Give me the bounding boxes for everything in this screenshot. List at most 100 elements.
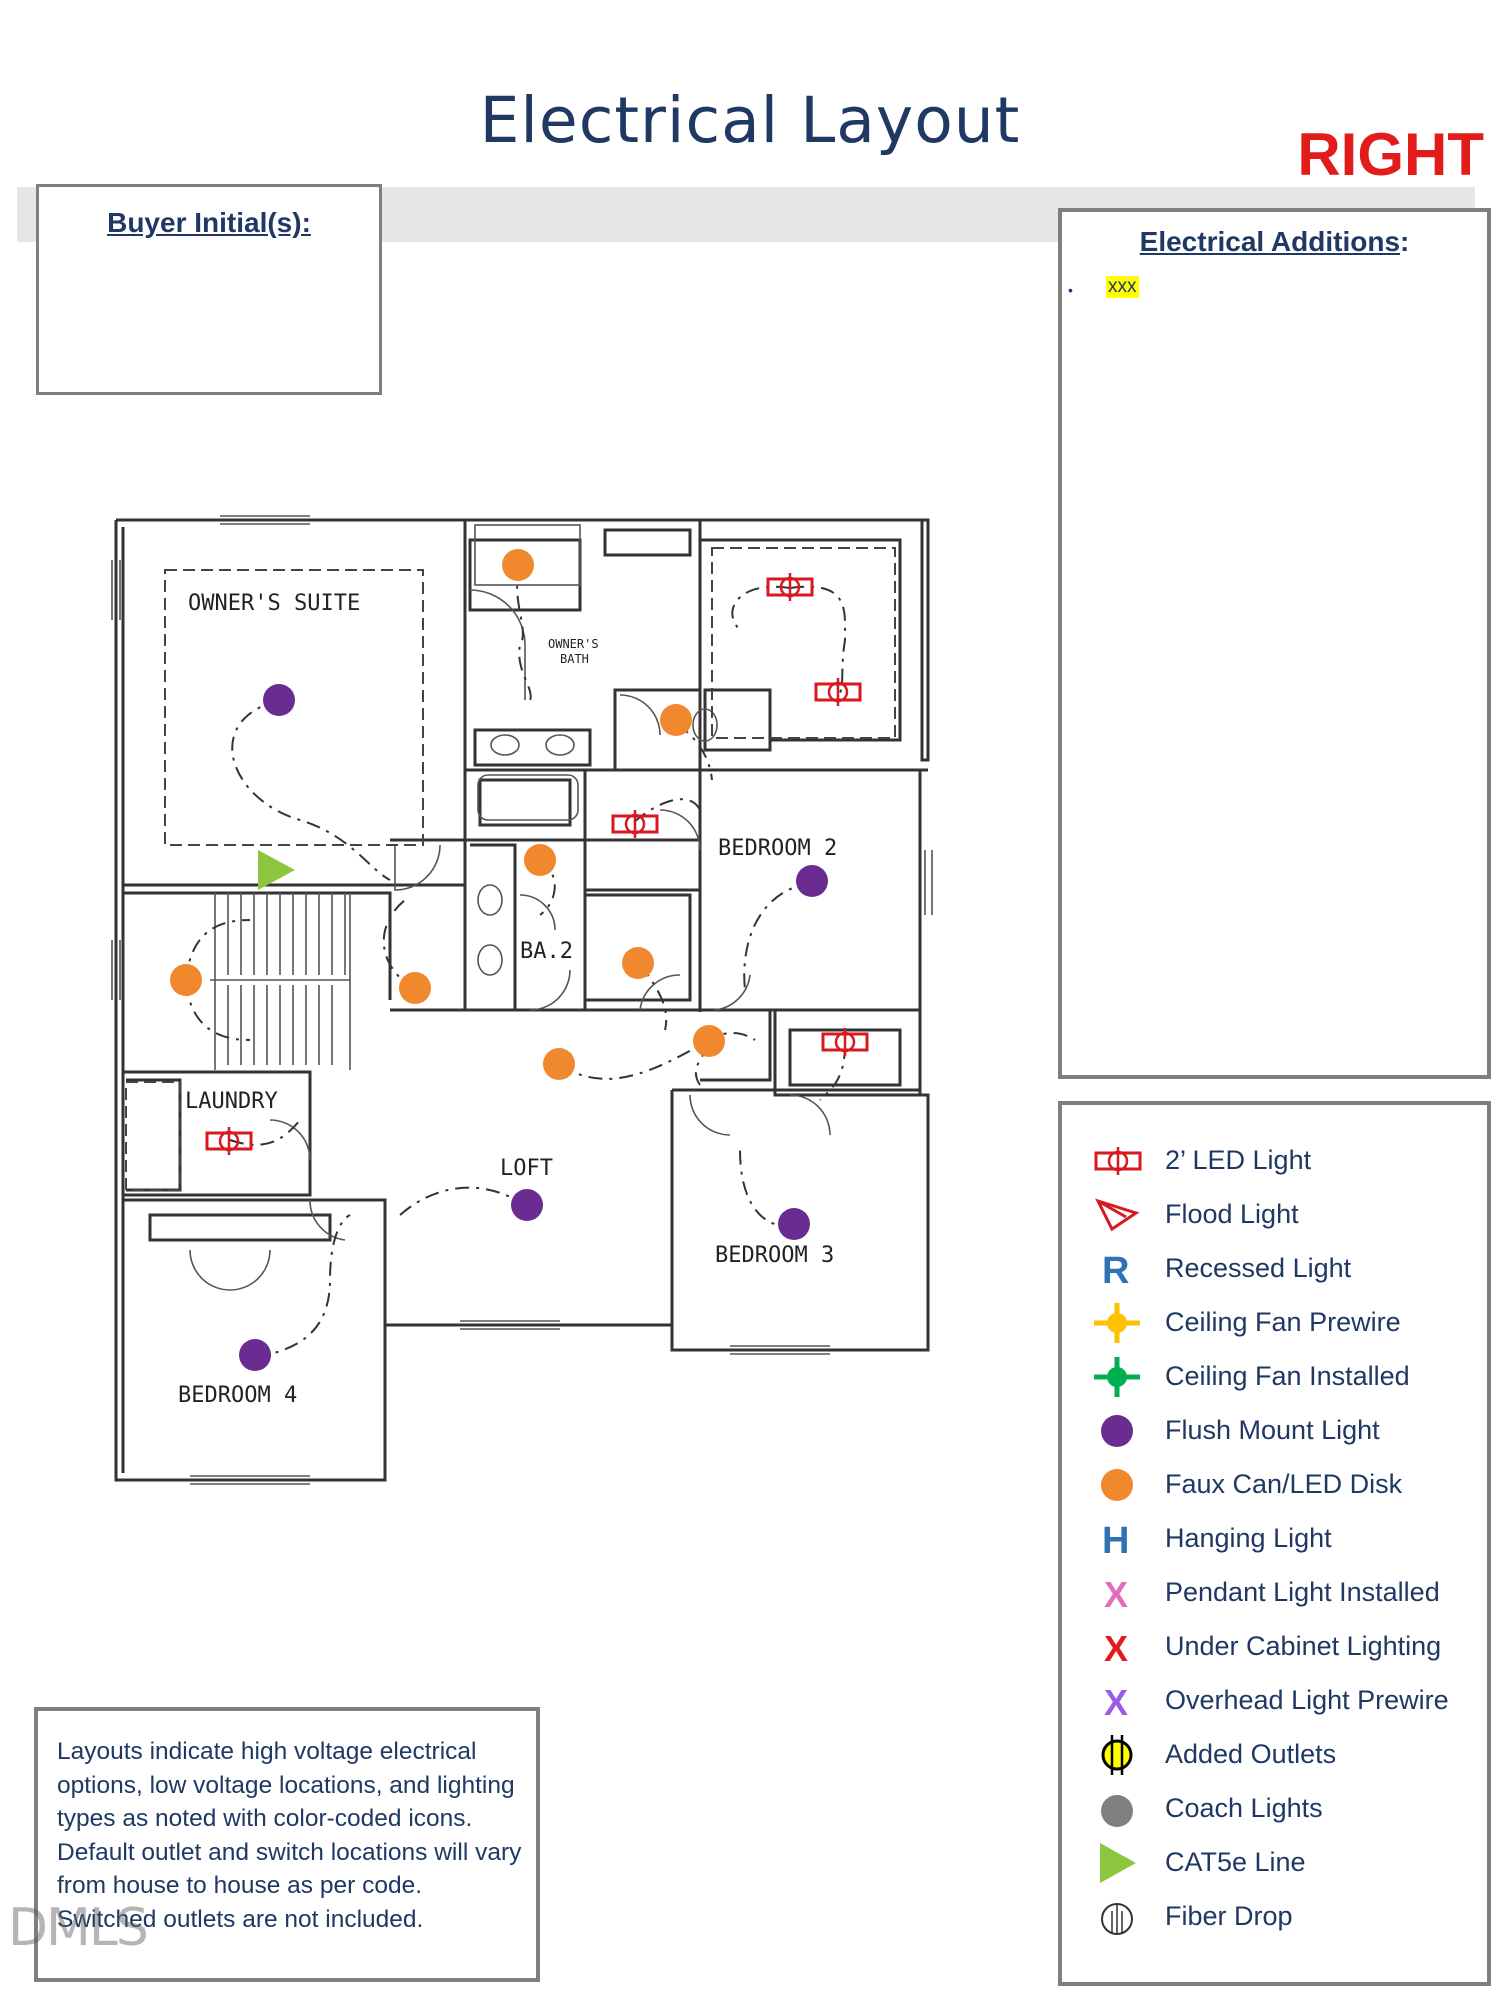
page-title: Electrical Layout (479, 84, 1021, 157)
room-label-owners-suite: OWNER'S SUITE (188, 591, 360, 616)
floor-plan-fixtures (474, 524, 718, 976)
faux-can-led-disk-icon (543, 1048, 575, 1080)
legend-item: Coach Lights (1062, 1789, 1487, 1829)
flush-mount-light-icon (239, 1339, 271, 1371)
flush-mount-light-icon (796, 865, 828, 897)
led-2ft-light-icon (814, 678, 862, 706)
ceiling-fan-installed-icon (1094, 1357, 1140, 1397)
legend-label: Fiber Drop (1165, 1901, 1293, 1931)
floor-plan-walls (114, 518, 930, 1482)
legend-item: 2’ LED Light (1062, 1141, 1487, 1181)
led-2ft-light-icon (821, 1028, 869, 1056)
floor-plan-stairs (210, 893, 351, 1070)
legend-item: H Hanging Light (1062, 1519, 1487, 1559)
room-label-ba2: BA.2 (520, 939, 573, 964)
led-2ft-light-icon (205, 1127, 253, 1155)
legend-label: Faux Can/LED Disk (1165, 1469, 1403, 1499)
legend-item: R Recessed Light (1062, 1249, 1487, 1289)
legend-label: Flush Mount Light (1165, 1415, 1380, 1445)
flood-light-icon (1095, 1198, 1140, 1232)
walk-in-closet-ceiling (711, 547, 896, 739)
legend-label: Under Cabinet Lighting (1165, 1631, 1442, 1661)
legend-label: Overhead Light Prewire (1165, 1685, 1449, 1715)
plan-light-fixtures (170, 549, 869, 1371)
floor-plan-doors (189, 589, 831, 1291)
room-label-bedroom-2: BEDROOM 2 (718, 836, 837, 861)
faux-can-icon (1101, 1469, 1133, 1501)
legend-item: Flood Light (1062, 1195, 1487, 1235)
legend-label: CAT5e Line (1165, 1847, 1306, 1877)
legend-item: CAT5e Line (1062, 1843, 1487, 1883)
room-label-bedroom-3: BEDROOM 3 (715, 1243, 834, 1268)
svg-text:X: X (1104, 1682, 1128, 1721)
under-cabinet-icon: X (1104, 1628, 1128, 1667)
legend-item: Fiber Drop (1062, 1897, 1487, 1937)
legend-item: Faux Can/LED Disk (1062, 1465, 1487, 1505)
legend-box: 2’ LED Light Flood Light R Recessed Ligh… (1058, 1101, 1491, 1986)
svg-text:X: X (1104, 1574, 1128, 1613)
coach-light-icon (1101, 1795, 1133, 1827)
led-2ft-icon (1094, 1147, 1142, 1175)
legend-label: Added Outlets (1165, 1739, 1337, 1769)
room-label-bedroom-4: BEDROOM 4 (178, 1383, 297, 1408)
legend-label: Recessed Light (1165, 1253, 1352, 1283)
buyer-initials-label: Buyer Initial(s): (107, 207, 311, 238)
recessed-light-icon: R (1102, 1250, 1129, 1289)
legend-label: Coach Lights (1165, 1793, 1323, 1823)
faux-can-led-disk-icon (170, 964, 202, 996)
electrical-additions-box: Electrical Additions: • xxx (1058, 208, 1491, 1079)
dmls-watermark-logo: DMLS (8, 1898, 149, 1958)
legend-item: Flush Mount Light (1062, 1411, 1487, 1451)
legend-item: Ceiling Fan Prewire (1062, 1303, 1487, 1343)
owners-suite-tray-ceiling (164, 569, 424, 846)
legend-label: Hanging Light (1165, 1523, 1332, 1553)
svg-text:R: R (1102, 1250, 1129, 1289)
added-outlet-icon (1101, 1735, 1133, 1775)
legend-label: 2’ LED Light (1165, 1145, 1312, 1175)
overhead-prewire-icon: X (1104, 1682, 1128, 1721)
faux-can-led-disk-icon (693, 1025, 725, 1057)
bullet-icon: • (1068, 282, 1073, 298)
svg-text:H: H (1102, 1520, 1129, 1559)
electrical-additions-title: Electrical Additions: (1062, 226, 1487, 258)
flush-mount-light-icon (1101, 1415, 1133, 1447)
svg-text:X: X (1104, 1628, 1128, 1667)
flush-mount-light-icon (263, 684, 295, 716)
disclaimer-box: Layouts indicate high voltage electrical… (34, 1707, 540, 1982)
electrical-addition-item: xxx (1106, 276, 1139, 298)
legend-item: X Overhead Light Prewire (1062, 1681, 1487, 1721)
faux-can-led-disk-icon (660, 704, 692, 736)
led-2ft-light-icon (766, 573, 814, 601)
legend-item: X Under Cabinet Lighting (1062, 1627, 1487, 1667)
electrical-additions-title-text: Electrical Additions (1139, 226, 1401, 257)
room-label-laundry: LAUNDRY (185, 1089, 278, 1114)
room-label-owners-bath-2: BATH (560, 652, 589, 666)
faux-can-led-disk-icon (524, 844, 556, 876)
flush-mount-light-icon (511, 1189, 543, 1221)
cat5e-icon (1100, 1843, 1136, 1883)
legend-label: Ceiling Fan Prewire (1165, 1307, 1401, 1337)
legend-item: Added Outlets (1062, 1735, 1487, 1775)
buyer-initials-box[interactable]: Buyer Initial(s): (36, 184, 382, 395)
legend-item: Ceiling Fan Installed (1062, 1357, 1487, 1397)
flush-mount-light-icon (778, 1208, 810, 1240)
faux-can-led-disk-icon (502, 549, 534, 581)
legend-label: Pendant Light Installed (1165, 1577, 1440, 1607)
room-label-loft: LOFT (500, 1156, 553, 1181)
legend-item: X Pendant Light Installed (1062, 1573, 1487, 1613)
floor-plan-windows (111, 515, 933, 1485)
faux-can-led-disk-icon (622, 947, 654, 979)
faux-can-led-disk-icon (399, 972, 431, 1004)
cat5e-line-icon (258, 850, 295, 890)
legend-label: Flood Light (1165, 1199, 1299, 1229)
plan-orientation-label: RIGHT (1297, 121, 1484, 188)
disclaimer-text: Layouts indicate high voltage electrical… (57, 1738, 522, 1933)
hanging-light-icon: H (1102, 1520, 1129, 1559)
room-label-owners-bath-1: OWNER'S (548, 637, 599, 651)
ceiling-fan-prewire-icon (1094, 1303, 1140, 1343)
pendant-light-icon: X (1104, 1574, 1128, 1613)
legend-label: Ceiling Fan Installed (1165, 1361, 1410, 1391)
fiber-drop-icon (1101, 1903, 1133, 1935)
laundry-cabinet-outline (125, 1081, 181, 1191)
